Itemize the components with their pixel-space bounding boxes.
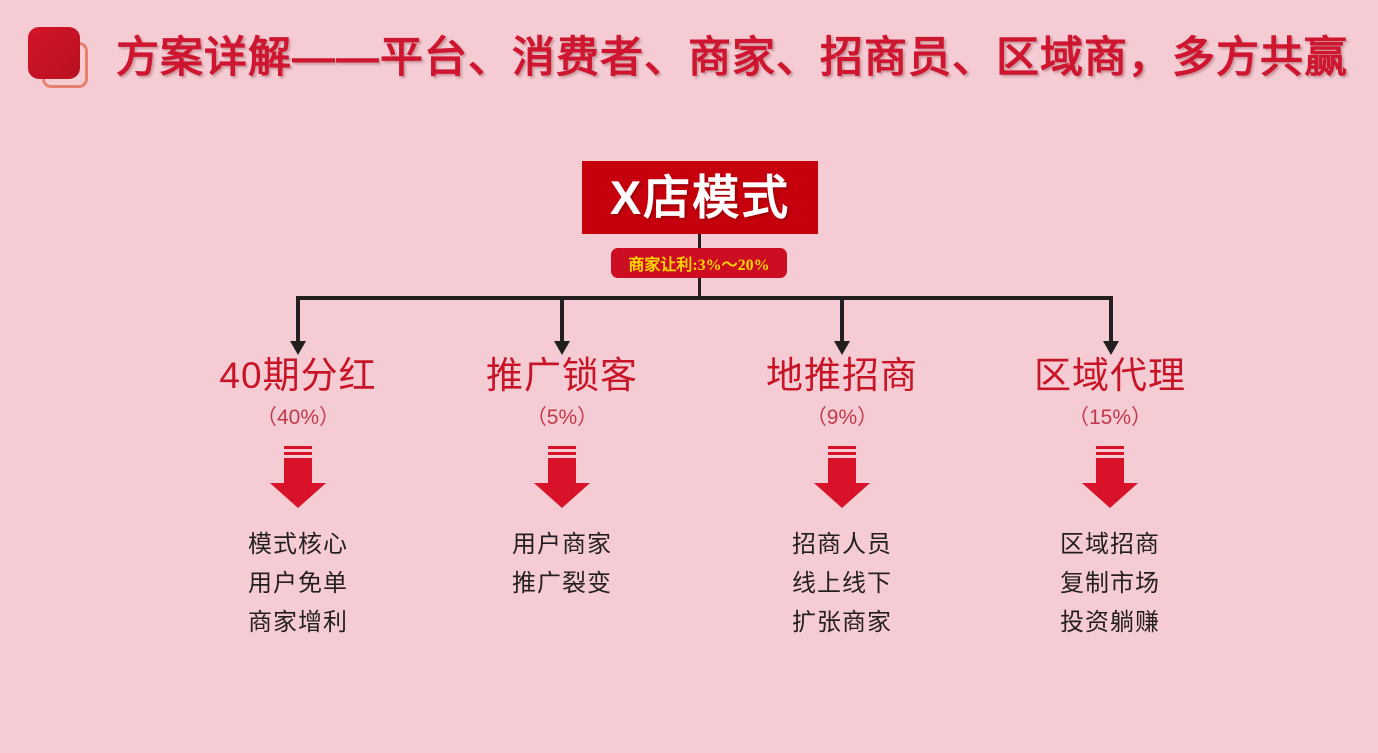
arrow-line-top <box>828 446 856 450</box>
down-arrow-icon <box>270 446 326 509</box>
arrow-shaft <box>548 458 576 485</box>
root-node-box: X店模式 <box>582 161 818 234</box>
branch-percent: （15%） <box>1067 406 1153 430</box>
down-arrow-icon <box>814 446 870 509</box>
arrow-line-top <box>284 446 312 450</box>
branch-column-3: 地推招商 （9%） 招商人员 线上线下 扩张商家 <box>712 356 972 643</box>
branch-detail-item: 线上线下 <box>792 570 892 598</box>
connector-badge-stub <box>698 278 701 299</box>
status-badge-label: 商家让利:3%～20% <box>628 257 770 274</box>
branch-percent: （5%） <box>525 406 599 430</box>
connector-arrowhead-1 <box>290 341 306 355</box>
connector-arrowhead-4 <box>1103 341 1119 355</box>
connector-arrowhead-2 <box>554 341 570 355</box>
arrow-shaft <box>828 458 856 485</box>
arrow-line-second <box>828 452 856 456</box>
branch-title: 推广锁客 <box>486 355 638 396</box>
root-node-label: X店模式 <box>609 171 791 224</box>
connector-drop-1 <box>296 296 300 343</box>
icon-filled-square <box>28 27 80 79</box>
arrow-shaft <box>284 458 312 485</box>
connector-drop-2 <box>560 296 564 343</box>
branch-title: 地推招商 <box>766 355 918 396</box>
branch-title: 区域代理 <box>1034 355 1186 396</box>
double-rounded-square-icon <box>28 27 92 91</box>
branch-detail-item: 用户免单 <box>248 570 348 598</box>
arrow-line-top <box>548 446 576 450</box>
arrow-line-top <box>1096 446 1124 450</box>
branch-percent: （9%） <box>805 406 879 430</box>
branch-detail-list: 区域招商 复制市场 投资躺赚 <box>980 526 1240 643</box>
branch-detail-item: 商家增利 <box>248 608 348 636</box>
arrow-line-second <box>284 452 312 456</box>
branch-detail-list: 模式核心 用户免单 商家增利 <box>168 526 428 643</box>
page-title: 方案详解——平台、消费者、商家、招商员、区域商，多方共赢 <box>116 34 1348 82</box>
status-badge: 商家让利:3%～20% <box>611 248 787 278</box>
arrow-shaft <box>1096 458 1124 485</box>
branch-column-1: 40期分红 （40%） 模式核心 用户免单 商家增利 <box>168 356 428 643</box>
branch-detail-item: 复制市场 <box>1060 570 1160 598</box>
branch-detail-list: 招商人员 线上线下 扩张商家 <box>712 526 972 643</box>
branch-column-2: 推广锁客 （5%） 用户商家 推广裂变 <box>432 356 692 604</box>
branch-detail-item: 扩张商家 <box>792 608 892 636</box>
down-arrow-icon <box>534 446 590 509</box>
connector-horizontal-bus <box>297 296 1113 300</box>
branch-detail-item: 推广裂变 <box>512 570 612 598</box>
branch-detail-item: 投资躺赚 <box>1060 608 1160 636</box>
arrow-line-second <box>548 452 576 456</box>
arrow-line-second <box>1096 452 1124 456</box>
branch-percent: （40%） <box>255 406 341 430</box>
branch-detail-list: 用户商家 推广裂变 <box>432 526 692 604</box>
arrow-head <box>270 483 326 509</box>
branch-detail-item: 模式核心 <box>248 531 348 559</box>
branch-detail-item: 区域招商 <box>1060 531 1160 559</box>
branch-detail-item: 用户商家 <box>512 531 612 559</box>
branch-column-4: 区域代理 （15%） 区域招商 复制市场 投资躺赚 <box>980 356 1240 643</box>
branch-title: 40期分红 <box>219 355 377 396</box>
down-arrow-icon <box>1082 446 1138 509</box>
branch-detail-item: 招商人员 <box>792 531 892 559</box>
arrow-head <box>534 483 590 509</box>
connector-root-stub <box>698 234 701 249</box>
connector-drop-4 <box>1109 296 1113 343</box>
connector-drop-3 <box>840 296 844 343</box>
connector-arrowhead-3 <box>834 341 850 355</box>
arrow-head <box>1082 483 1138 509</box>
arrow-head <box>814 483 870 509</box>
slide-header: 方案详解——平台、消费者、商家、招商员、区域商，多方共赢 <box>0 0 1378 112</box>
